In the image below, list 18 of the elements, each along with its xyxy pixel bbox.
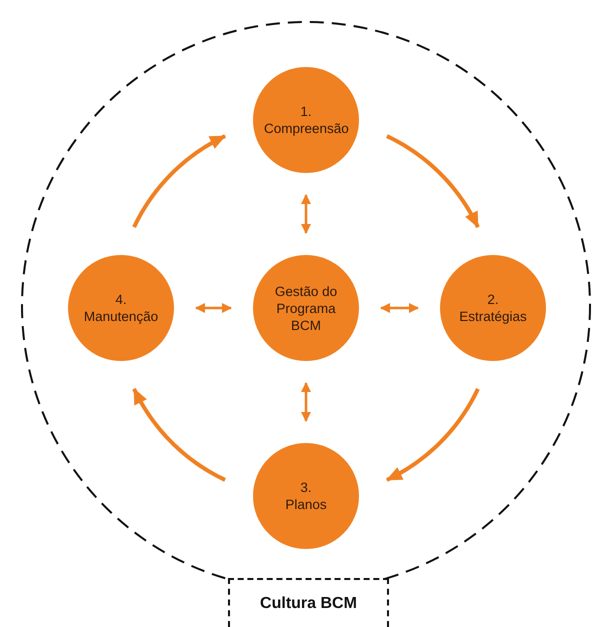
node-label: Planos [285, 496, 327, 513]
node-label: Compreensão [264, 120, 348, 137]
cycle-arrow [132, 134, 226, 228]
double-arrow [301, 194, 311, 234]
cycle-arrow [132, 388, 226, 482]
node-label: 4. [115, 291, 127, 308]
node-label: Manutenção [84, 308, 158, 325]
double-arrow [195, 303, 232, 313]
node-label: Gestão do Programa BCM [274, 282, 338, 334]
cycle-arrow [386, 134, 480, 228]
cycle-arrow [386, 388, 480, 482]
node-label: 2. [487, 291, 499, 308]
node-label: 3. [300, 479, 312, 496]
culture-label: Cultura BCM [228, 578, 389, 627]
node-label: 1. [300, 103, 312, 120]
node-label: Estratégias [459, 308, 527, 325]
double-arrow [301, 382, 311, 422]
double-arrow [380, 303, 419, 313]
